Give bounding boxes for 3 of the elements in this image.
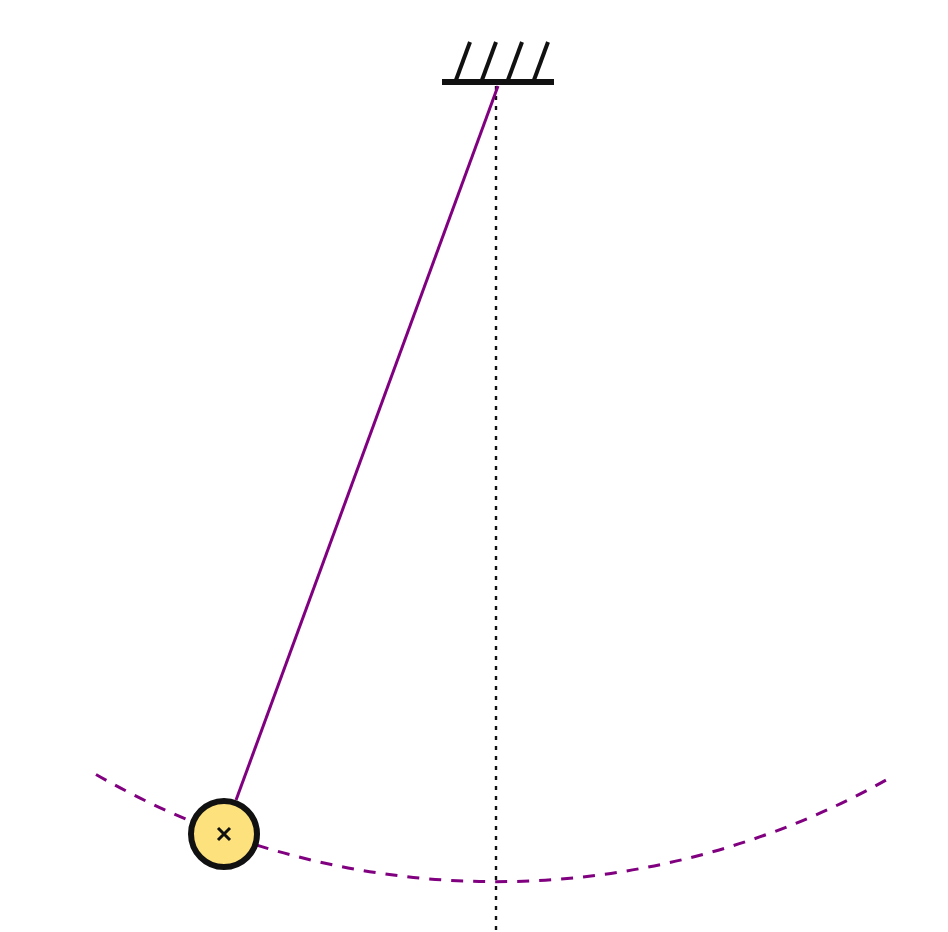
pendulum-string bbox=[234, 85, 500, 801]
pendulum-bob bbox=[188, 798, 260, 870]
hatched-ceiling-support bbox=[440, 38, 556, 86]
